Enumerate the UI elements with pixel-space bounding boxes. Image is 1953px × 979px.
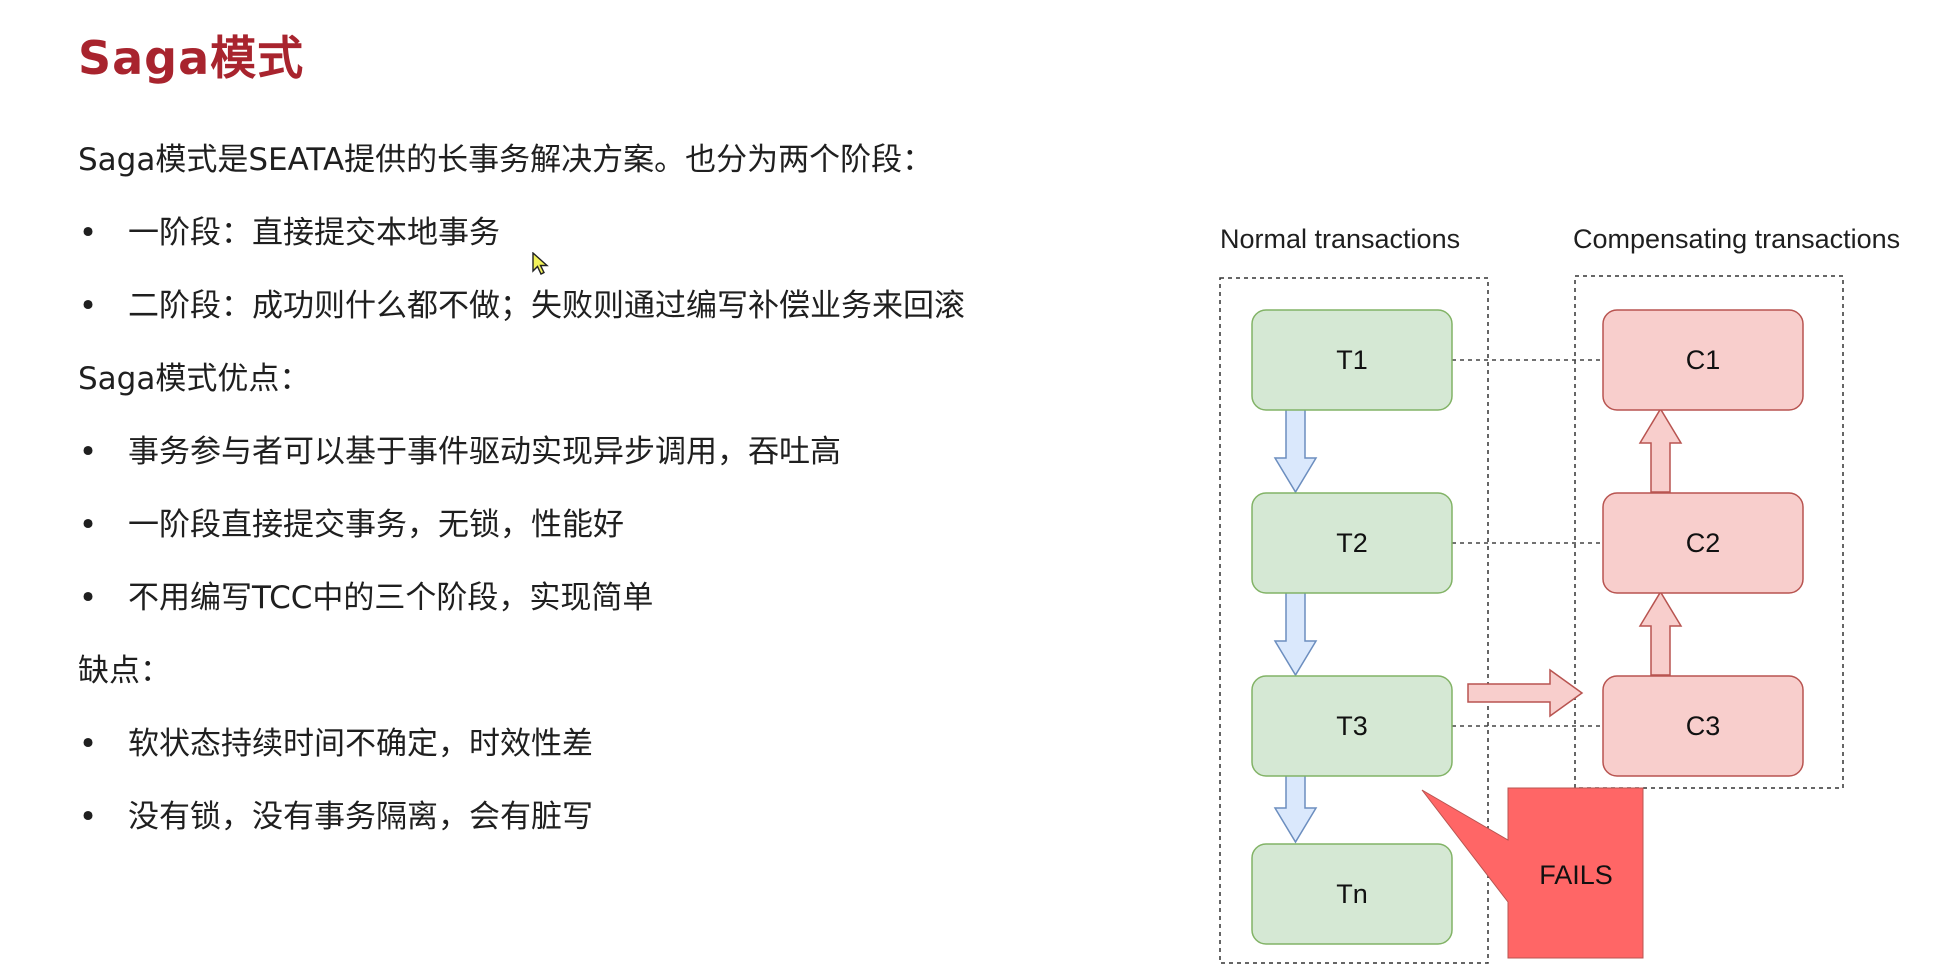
phase-item-2: • 二阶段：成功则什么都不做；失败则通过编写补偿业务来回滚 xyxy=(78,286,1128,359)
mouse-pointer-icon xyxy=(532,252,549,275)
bullet-icon: • xyxy=(78,434,98,470)
disadvantage-item-1: • 软状态持续时间不确定，时效性差 xyxy=(78,724,1128,797)
phase-text: 二阶段：成功则什么都不做；失败则通过编写补偿业务来回滚 xyxy=(128,288,965,324)
disadvantage-text: 没有锁，没有事务隔离，会有脏写 xyxy=(128,799,593,835)
disadvantages-heading: 缺点： xyxy=(78,653,171,689)
compensating-transactions-group xyxy=(1574,275,1844,789)
node-c3: C3 xyxy=(1602,675,1804,777)
t3-c3-arrow xyxy=(1467,668,1584,718)
node-t2-label: T2 xyxy=(1336,528,1368,558)
saga-diagram: Normal transactions Compensating transac… xyxy=(1210,216,1950,976)
node-c2: C2 xyxy=(1602,492,1804,594)
content-body: Saga模式是SEATA提供的长事务解决方案。也分为两个阶段： • 一阶段：直接… xyxy=(78,140,1128,870)
normal-transactions-group xyxy=(1219,277,1489,964)
phase-text: 一阶段：直接提交本地事务 xyxy=(128,215,500,251)
advantage-text: 事务参与者可以基于事件驱动实现异步调用，吞吐高 xyxy=(128,434,841,470)
node-t2: T2 xyxy=(1251,492,1453,594)
bullet-icon: • xyxy=(78,726,98,762)
node-tn: Tn xyxy=(1251,843,1453,945)
advantage-text: 不用编写TCC中的三个阶段，实现简单 xyxy=(128,580,654,616)
c3-c2-arrow xyxy=(1638,590,1683,676)
bullet-icon: • xyxy=(78,288,98,324)
compensating-transactions-label: Compensating transactions xyxy=(1573,224,1900,254)
fails-callout: FAILS xyxy=(1421,787,1644,959)
node-c3-label: C3 xyxy=(1686,711,1721,741)
advantage-text: 一阶段直接提交事务，无锁，性能好 xyxy=(128,507,624,543)
node-t3-label: T3 xyxy=(1336,711,1368,741)
bullet-icon: • xyxy=(78,580,98,616)
c2-c1-arrow xyxy=(1638,407,1683,493)
bullet-icon: • xyxy=(78,507,98,543)
advantages-heading: Saga模式优点： xyxy=(78,361,311,397)
node-c1-label: C1 xyxy=(1686,345,1721,375)
intro-text: Saga模式是SEATA提供的长事务解决方案。也分为两个阶段： xyxy=(78,142,934,178)
phase-item-1: • 一阶段：直接提交本地事务 xyxy=(78,213,1128,286)
t2-t3-arrow xyxy=(1273,591,1318,677)
node-t3: T3 xyxy=(1251,675,1453,777)
disadvantage-item-2: • 没有锁，没有事务隔离，会有脏写 xyxy=(78,797,1128,870)
t1-t2-arrow xyxy=(1273,408,1318,494)
fails-label: FAILS xyxy=(1539,860,1613,890)
saga-diagram-svg: Normal transactions Compensating transac… xyxy=(1219,224,1900,964)
disadvantage-text: 软状态持续时间不确定，时效性差 xyxy=(128,726,593,762)
advantage-item-3: • 不用编写TCC中的三个阶段，实现简单 xyxy=(78,578,1128,651)
t3-tn-arrow xyxy=(1273,774,1318,844)
page-title: Saga模式 xyxy=(78,31,305,85)
node-t1: T1 xyxy=(1251,309,1453,411)
normal-transactions-label: Normal transactions xyxy=(1220,224,1460,254)
advantage-item-2: • 一阶段直接提交事务，无锁，性能好 xyxy=(78,505,1128,578)
bullet-icon: • xyxy=(78,215,98,251)
advantage-item-1: • 事务参与者可以基于事件驱动实现异步调用，吞吐高 xyxy=(78,432,1128,505)
bullet-icon: • xyxy=(78,799,98,835)
node-c1: C1 xyxy=(1602,309,1804,411)
node-c2-label: C2 xyxy=(1686,528,1721,558)
node-t1-label: T1 xyxy=(1336,345,1368,375)
node-tn-label: Tn xyxy=(1336,879,1368,909)
